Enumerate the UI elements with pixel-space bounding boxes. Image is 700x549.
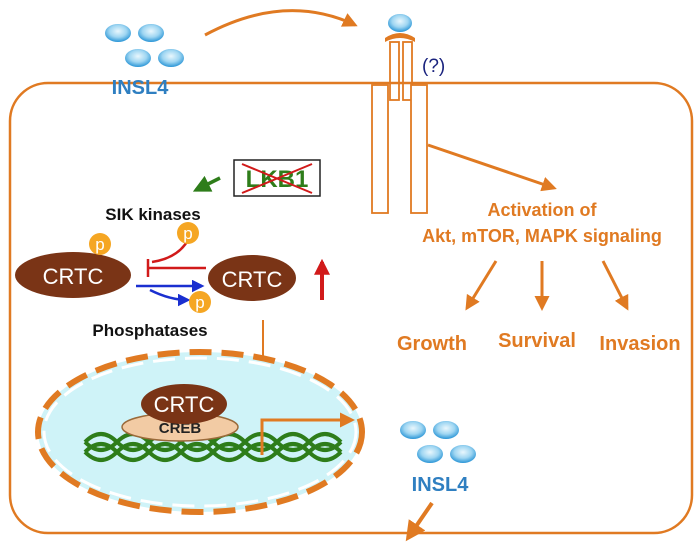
receptor-binding-cup bbox=[385, 33, 415, 42]
phosphatases-label: Phosphatases bbox=[92, 321, 207, 340]
receptor-transmembrane-left bbox=[371, 84, 389, 214]
ligand-particle bbox=[417, 445, 443, 463]
receptor-stalk-right bbox=[402, 41, 413, 101]
transcription-arrow bbox=[260, 412, 355, 455]
ligand-particle bbox=[450, 445, 476, 463]
phosphate-label-left: p bbox=[95, 235, 104, 254]
ligand-binding-arrow bbox=[204, 9, 358, 37]
ligand-particle bbox=[433, 421, 459, 439]
dna-helix bbox=[83, 432, 343, 462]
crtc-active bbox=[208, 255, 296, 301]
ligand-particle bbox=[105, 24, 131, 42]
dna-strand-d bbox=[83, 442, 343, 462]
activation-line1: Activation of bbox=[487, 200, 597, 220]
ligand-particle bbox=[125, 49, 151, 67]
lkb1-to-sik-arrow bbox=[192, 175, 221, 192]
phosphate-release-curve-blue bbox=[149, 288, 191, 307]
growth-arrow bbox=[465, 260, 498, 311]
phosphate-label-sik: p bbox=[183, 224, 192, 243]
crtc-active-label: CRTC bbox=[222, 267, 283, 292]
ligand-particle bbox=[400, 421, 426, 439]
cell-membrane bbox=[8, 81, 694, 535]
receptor-unknown-label: (?) bbox=[422, 56, 445, 77]
ligand-particle bbox=[138, 24, 164, 42]
receptor-transmembrane-right bbox=[410, 84, 428, 214]
dna-strand-b bbox=[83, 432, 343, 452]
phosphate-group-left bbox=[89, 233, 111, 255]
invasion-arrow bbox=[601, 260, 629, 311]
insl4-ligand-cluster-bottom bbox=[400, 421, 476, 463]
creb-label: CREB bbox=[159, 420, 202, 437]
crtc-nuclear bbox=[141, 384, 227, 424]
outcome-growth: Growth bbox=[397, 333, 467, 355]
outcome-survival: Survival bbox=[498, 330, 576, 352]
phosphate-group-released bbox=[189, 291, 211, 313]
receptor-activation-arrow bbox=[427, 143, 557, 192]
activation-line2: Akt, mTOR, MAPK signaling bbox=[422, 226, 662, 246]
insl4-ligand-cluster-top bbox=[105, 24, 184, 67]
phosphate-group-sik bbox=[177, 222, 199, 244]
phosphate-transfer-curve-red bbox=[151, 239, 190, 264]
insl4-label-top: INSL4 bbox=[112, 77, 170, 99]
phosphate-label-released: p bbox=[195, 293, 204, 312]
crtc-nuclear-label: CRTC bbox=[154, 392, 215, 417]
secretion-arrow bbox=[405, 501, 434, 542]
bound-ligand bbox=[388, 14, 412, 32]
lkb1-cross-line-b bbox=[241, 163, 313, 194]
crtc-phosphorylated bbox=[15, 252, 131, 298]
receptor-stalk-left bbox=[389, 41, 400, 101]
insl4-label-bottom: INSL4 bbox=[412, 474, 470, 496]
ligand-particle bbox=[158, 49, 184, 67]
receptor bbox=[371, 14, 428, 214]
crtc-phosphorylated-label: CRTC bbox=[43, 264, 104, 289]
outcome-invasion: Invasion bbox=[599, 333, 680, 355]
nucleus-inner-membrane bbox=[42, 356, 358, 508]
sik-kinases-label: SIK kinases bbox=[105, 205, 200, 224]
